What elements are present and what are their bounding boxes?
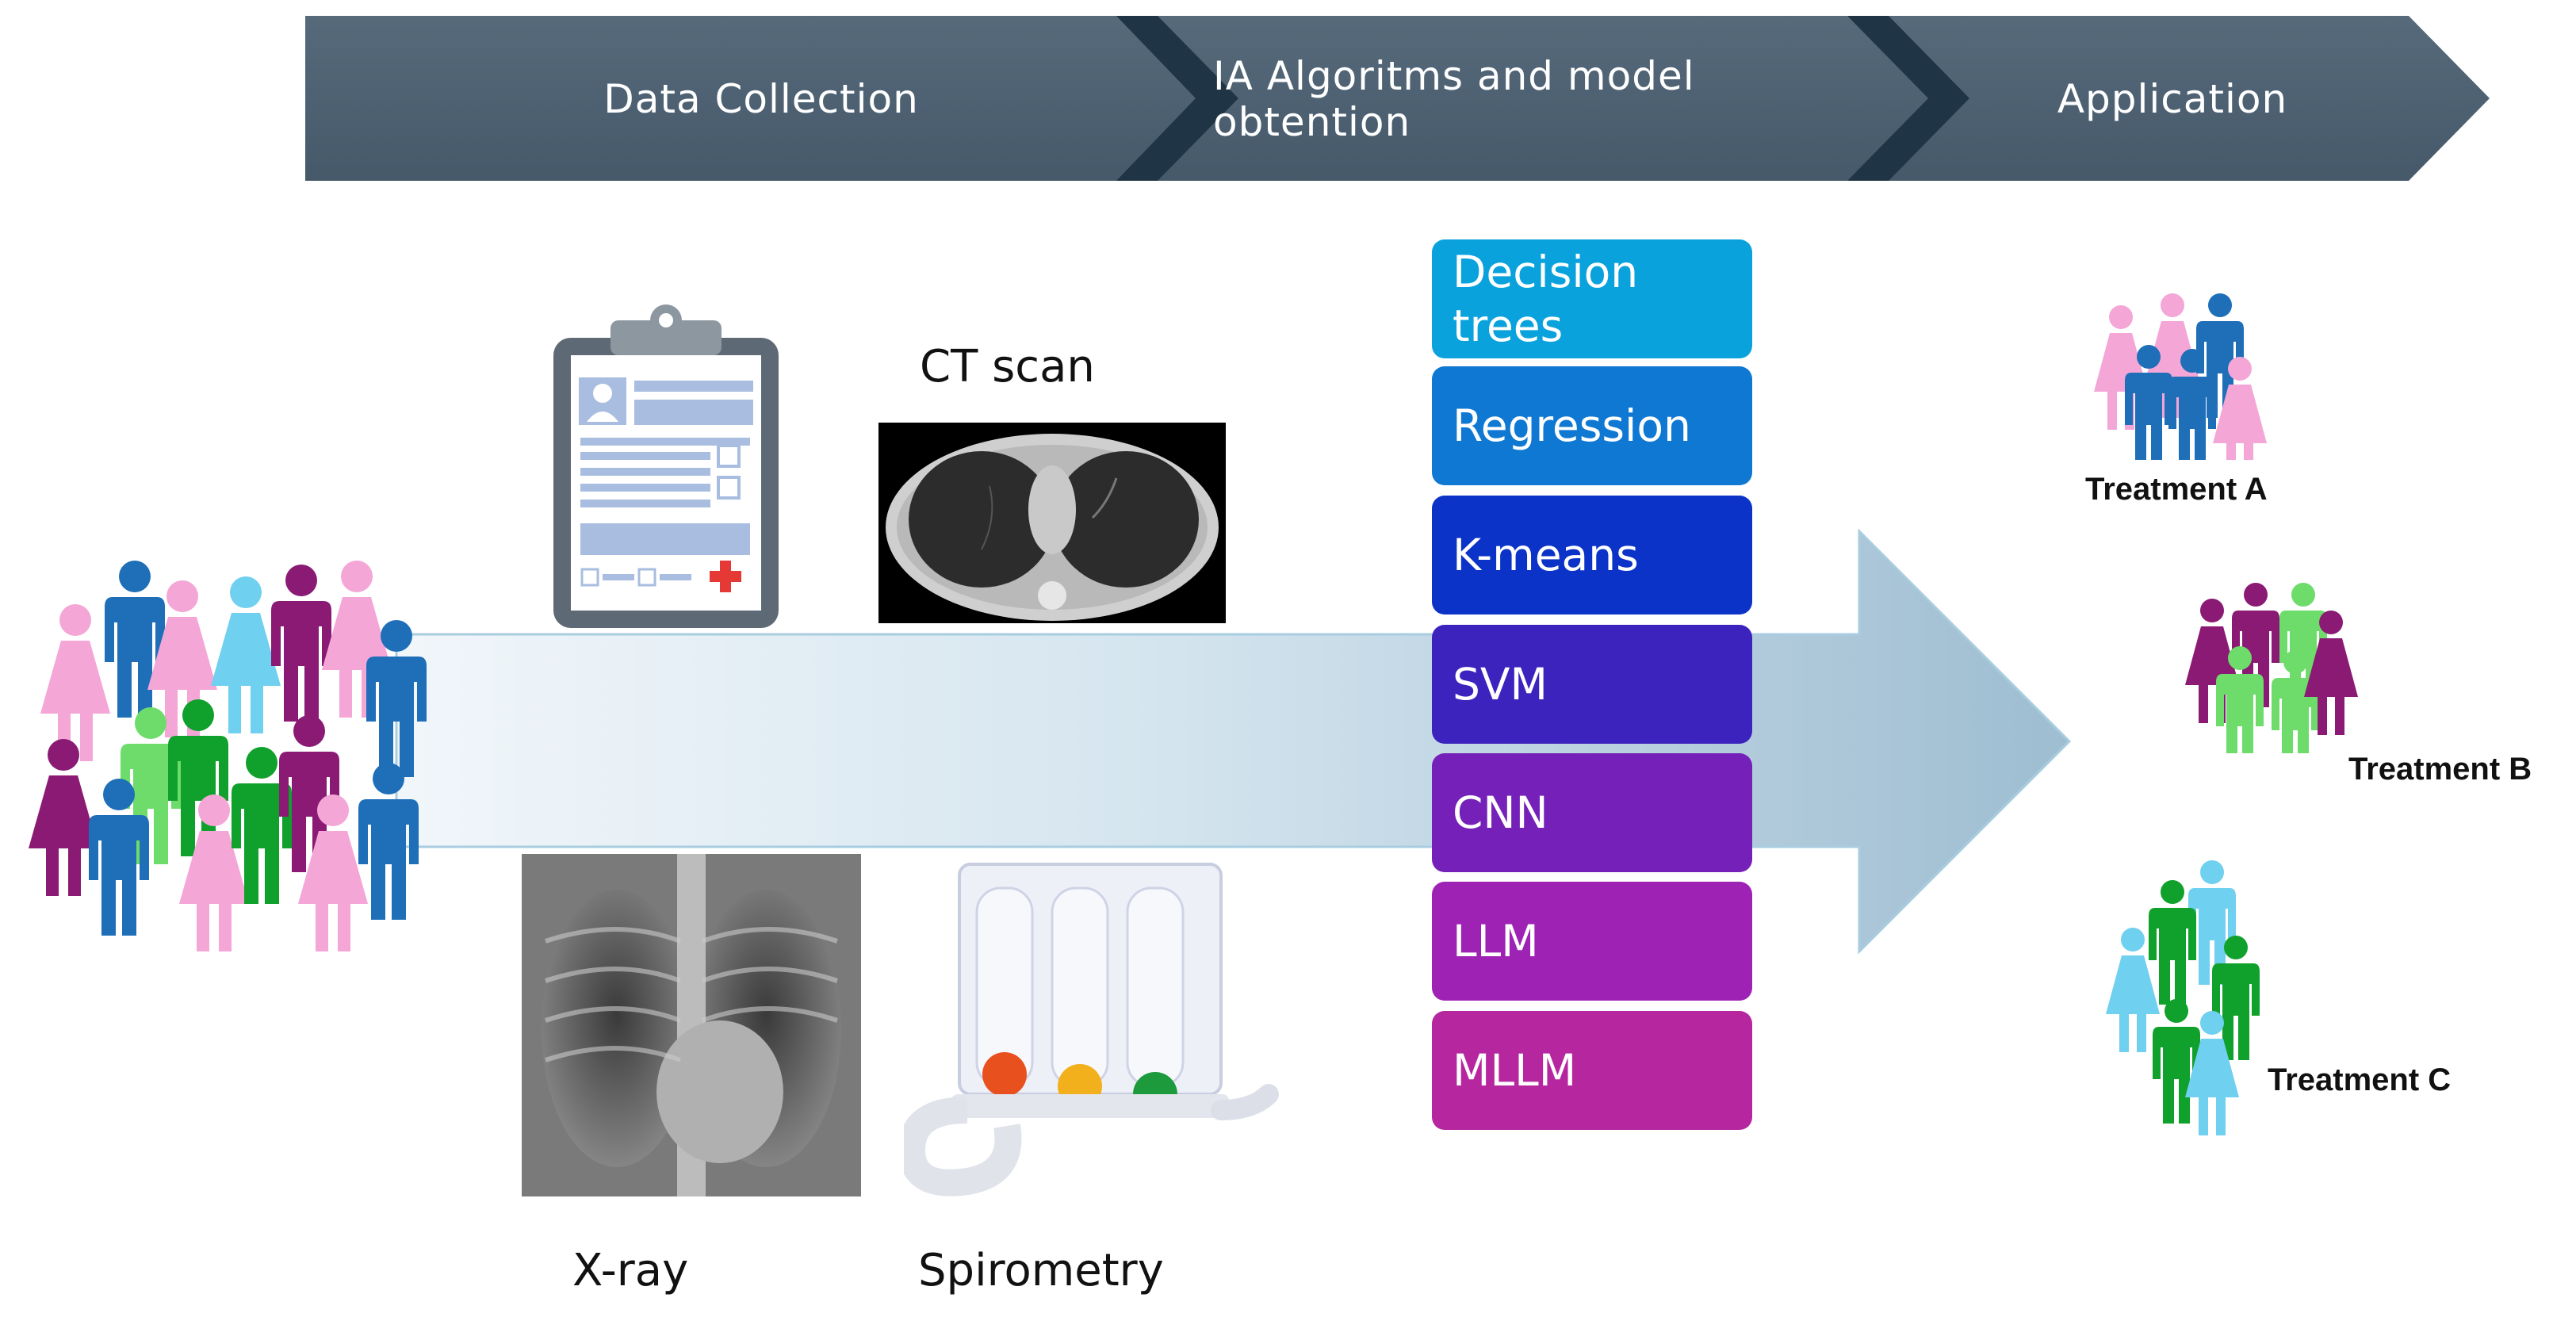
- algo-llm: LLM: [1432, 882, 1752, 1001]
- treatment-a-label: Treatment A: [2085, 472, 2268, 507]
- treatment-b-label: Treatment B: [2348, 752, 2532, 787]
- treatment-c-group-icon: [2106, 860, 2260, 1135]
- banner-chevron-3: [1847, 16, 2490, 181]
- banner-chevron-2: [1116, 16, 1935, 181]
- algo-decision-trees: Decision trees: [1432, 239, 1752, 358]
- treatment-c-label: Treatment C: [2268, 1062, 2452, 1097]
- banner-chevron-1: [305, 16, 1201, 181]
- process-banner: [305, 16, 2490, 181]
- algo-k-means: K-means: [1432, 496, 1752, 614]
- patient-population-icon: [29, 561, 427, 951]
- ct-scan-label: CT scan: [920, 341, 1095, 392]
- step-label-application: Application: [2057, 76, 2288, 122]
- ct-scan-image: [878, 423, 1226, 623]
- algo-svm: SVM: [1432, 625, 1752, 744]
- algo-regression: Regression: [1432, 366, 1752, 485]
- algo-mllm: MLLM: [1432, 1011, 1752, 1130]
- step-label-data-collection: Data Collection: [603, 76, 919, 122]
- banner-separator-2: [1847, 16, 1969, 181]
- spirometry-label: Spirometry: [918, 1245, 1164, 1296]
- banner-separator-1: [1116, 16, 1238, 181]
- xray-image: [522, 854, 861, 1196]
- xray-label: X-ray: [572, 1245, 689, 1296]
- algo-cnn: CNN: [1432, 753, 1752, 872]
- treatment-a-group-icon: [2094, 293, 2267, 460]
- treatment-b-group-icon: [2185, 583, 2358, 753]
- clipboard-record-icon: [553, 304, 779, 628]
- spirometer-icon: [904, 863, 1279, 1196]
